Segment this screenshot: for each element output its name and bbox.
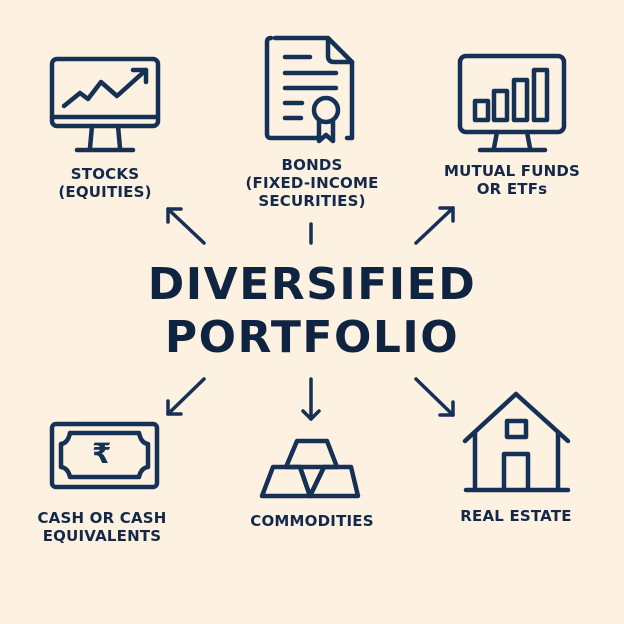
mutual-funds-label-line2: OR ETFs [476,180,548,198]
bonds-label-line1: BONDS [281,156,343,174]
monitor-line-chart-icon [49,56,161,153]
arrow-down-right-icon [414,377,455,417]
rupee-banknote-icon [49,421,160,490]
gold-bars-icon [259,438,361,499]
commodities-label-line1: COMMODITIES [250,512,374,530]
title-line-1: DIVERSIFIED [147,259,477,310]
mutual-funds-label: MUTUAL FUNDS OR ETFs [430,162,594,198]
monitor-bar-chart-icon [457,53,567,153]
certificate-document-icon [264,35,355,144]
arrow-up-left-icon [166,207,206,245]
bonds-label-line3: SECURITIES) [258,192,366,210]
arrow-down-left-icon [166,377,206,416]
house-icon [462,391,571,493]
cash-label-line2: EQUIVALENTS [42,527,162,545]
cash-label: CASH OR CASH EQUIVALENTS [22,509,182,545]
arrow-down-icon [301,377,321,421]
stocks-label-line2: (EQUITIES) [58,183,152,201]
real-estate-label-line1: REAL ESTATE [460,507,572,525]
title-line-2: PORTFOLIO [164,312,460,363]
rupee-glyph: ₹ [92,437,112,470]
cash-label-line1: CASH OR CASH [37,509,167,527]
stocks-label: STOCKS (EQUITIES) [40,165,170,201]
bonds-label-line2: (FIXED-INCOME [245,174,379,192]
real-estate-label: REAL ESTATE [446,507,586,525]
bonds-label: BONDS (FIXED-INCOME SECURITIES) [230,156,394,210]
arrow-up-right-icon [414,206,455,245]
stocks-label-line1: STOCKS [70,165,140,183]
commodities-label: COMMODITIES [230,512,394,530]
mutual-funds-label-line1: MUTUAL FUNDS [443,162,581,180]
